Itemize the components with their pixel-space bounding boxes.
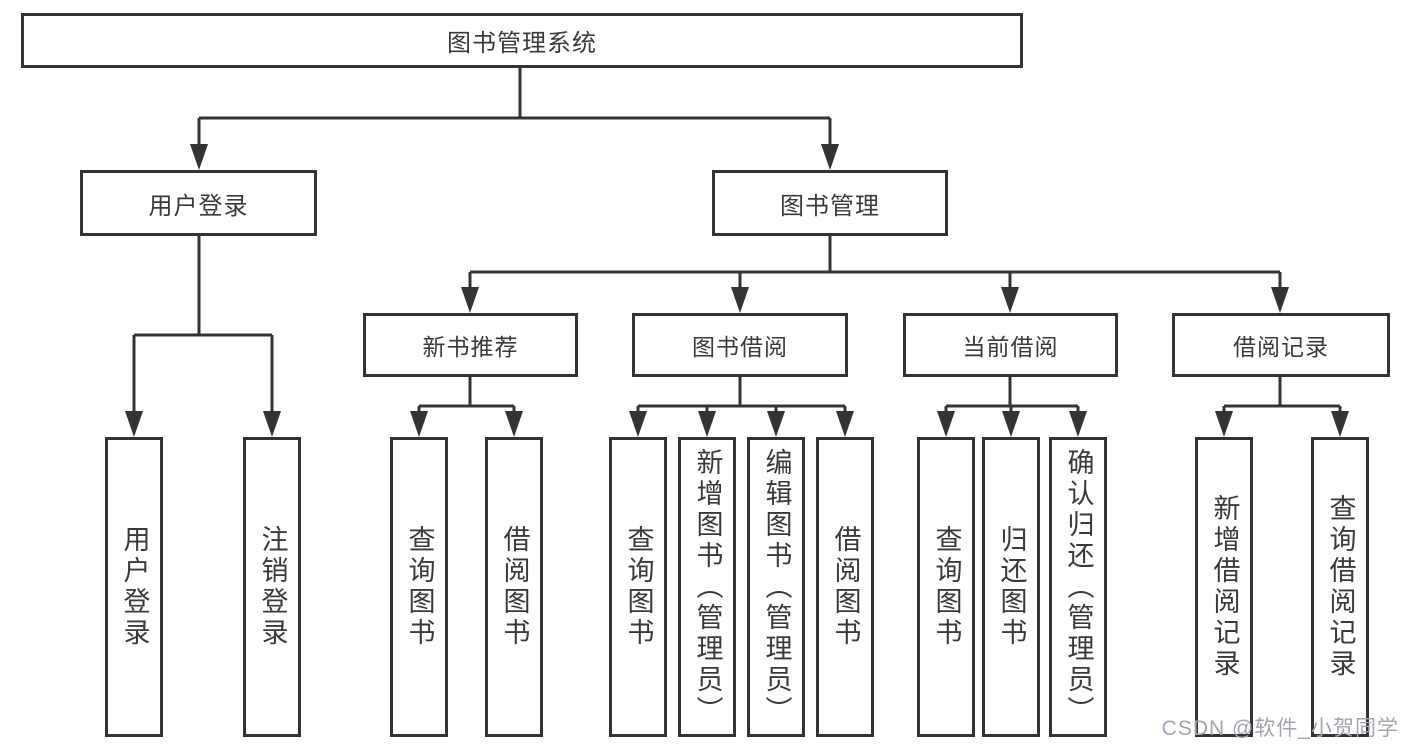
node-label: 查询图书	[404, 525, 435, 649]
node-label: 图书管理	[780, 192, 880, 220]
node-label: 借阅图书	[830, 525, 861, 649]
arrowhead-down-icon	[263, 411, 281, 437]
arrowhead-down-icon	[461, 287, 479, 313]
arrowhead-down-icon	[125, 411, 143, 437]
arrowhead-down-icon	[1215, 411, 1233, 437]
node-label: 借阅记录	[1233, 334, 1329, 360]
node-label: 确认归还（管理员）	[1063, 447, 1094, 727]
connector-book-management-to-level3	[461, 236, 1289, 313]
arrowhead-down-icon	[1002, 411, 1020, 437]
arrowhead-down-icon	[1271, 287, 1289, 313]
leaf-query-borrow-record: 查询借阅记录	[1311, 437, 1369, 737]
node-label: 新增借阅记录	[1209, 494, 1240, 680]
arrowhead-down-icon	[1331, 411, 1349, 437]
leaf-user-login: 用户登录	[105, 437, 163, 737]
leaf-borrow-books: 借阅图书	[816, 437, 874, 737]
connector-new-book-to-leaves	[410, 377, 523, 437]
leaf-query-books-recommend: 查询图书	[390, 437, 448, 737]
node-book-management: 图书管理	[712, 170, 948, 236]
node-label: 新书推荐	[422, 334, 519, 360]
arrowhead-down-icon	[1001, 287, 1019, 313]
connector-borrow-records-to-leaves	[1215, 377, 1349, 437]
leaf-return-books: 归还图书	[982, 437, 1040, 737]
node-current-borrowing: 当前借阅	[903, 313, 1118, 377]
node-label: 注销登录	[257, 525, 288, 649]
leaf-query-books-borrow: 查询图书	[609, 437, 667, 737]
node-book-borrowing: 图书借阅	[632, 313, 848, 377]
node-label: 图书管理系统	[447, 30, 597, 57]
node-label: 用户登录	[119, 525, 150, 649]
node-label: 查询图书	[623, 525, 654, 649]
arrowhead-down-icon	[505, 411, 523, 437]
watermark-csdn: CSDN @软件_小贺同学	[1161, 717, 1399, 740]
node-label: 当前借阅	[962, 334, 1059, 360]
leaf-add-books-admin: 新增图书（管理员）	[678, 437, 736, 737]
leaf-add-borrow-record: 新增借阅记录	[1195, 437, 1253, 737]
node-label: 归还图书	[996, 525, 1027, 649]
arrowhead-down-icon	[937, 411, 955, 437]
node-borrowing-records: 借阅记录	[1172, 313, 1390, 377]
leaf-borrow-books-recommend: 借阅图书	[485, 437, 543, 737]
arrowhead-down-icon	[767, 411, 785, 437]
leaf-confirm-return-admin: 确认归还（管理员）	[1049, 437, 1107, 737]
leaf-logout: 注销登录	[243, 437, 301, 737]
arrowhead-down-icon	[731, 287, 749, 313]
node-library-management-system: 图书管理系统	[21, 13, 1023, 68]
node-label: 查询借阅记录	[1325, 494, 1356, 680]
arrowhead-down-icon	[821, 144, 839, 170]
leaf-edit-books-admin: 编辑图书（管理员）	[747, 437, 805, 737]
node-label: 借阅图书	[499, 525, 530, 649]
node-user-login: 用户登录	[80, 170, 317, 236]
arrowhead-down-icon	[190, 144, 208, 170]
node-label: 用户登录	[148, 192, 249, 220]
arrowhead-down-icon	[1069, 411, 1087, 437]
node-label: 新增图书（管理员）	[692, 447, 723, 727]
node-label: 编辑图书（管理员）	[761, 447, 792, 727]
node-label: 图书借阅	[692, 334, 788, 360]
connector-current-borrow-to-leaves	[937, 377, 1087, 437]
node-label: 查询图书	[931, 525, 962, 649]
leaf-query-books-current: 查询图书	[917, 437, 975, 737]
node-new-book-recommendation: 新书推荐	[363, 313, 578, 377]
arrowhead-down-icon	[698, 411, 716, 437]
connector-root-to-level2	[190, 68, 839, 170]
arrowhead-down-icon	[410, 411, 428, 437]
connector-book-borrow-to-leaves	[629, 377, 854, 437]
arrowhead-down-icon	[836, 411, 854, 437]
connector-user-login-to-leaves	[125, 236, 281, 437]
arrowhead-down-icon	[629, 411, 647, 437]
